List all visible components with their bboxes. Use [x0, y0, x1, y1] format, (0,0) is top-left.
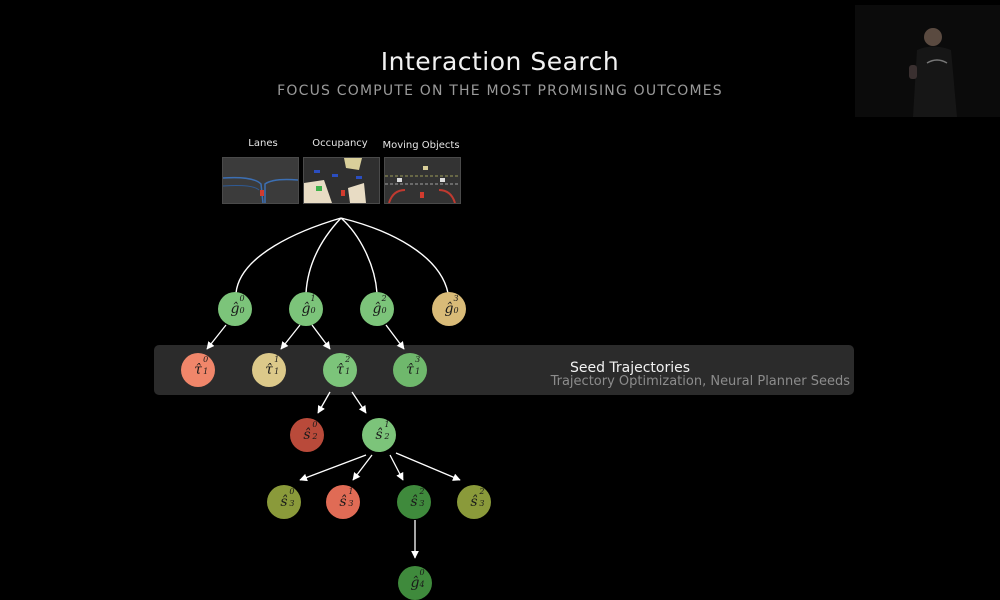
edge-root-g0-3: [340, 217, 449, 294]
seed-band-title: Seed Trajectories: [569, 360, 691, 376]
edge-g0-0-t1-0: [206, 324, 227, 350]
speaker-silhouette: [855, 5, 1000, 117]
speaker-video-inset: [855, 5, 1000, 117]
slide-title: Interaction Search: [380, 47, 620, 76]
slide-subtitle: FOCUS COMPUTE ON THE MOST PROMISING OUTC…: [277, 83, 723, 99]
edge-s2-1-s3-1: [352, 454, 373, 481]
edge-g0-1-t1-1: [280, 324, 301, 350]
edge-g0-1-t1-2: [311, 324, 331, 350]
edge-root-g0-2: [340, 217, 378, 294]
input-label-lanes: Lanes: [248, 138, 278, 149]
edge-root-g0-1: [305, 217, 342, 294]
edge-s2-1-s3-0: [299, 454, 367, 482]
edge-t1-2-s2-1: [351, 391, 367, 414]
edge-t1-2-s2-0: [317, 391, 331, 414]
edge-root-g0-0: [235, 217, 342, 294]
moving-objects-thumbnail: [384, 157, 461, 204]
occupancy-thumbnail: [303, 157, 380, 204]
edge-s2-1-s3-2a: [389, 454, 404, 481]
edge-g0-2-t1-3: [385, 324, 405, 350]
input-label-occupancy: Occupancy: [312, 138, 368, 149]
seed-band-subtitle: Trajectory Optimization, Neural Planner …: [550, 374, 850, 389]
input-label-moving-objects: Moving Objects: [382, 140, 460, 151]
lanes-thumbnail: [222, 157, 299, 204]
edge-s2-1-s3-2b: [395, 452, 461, 481]
